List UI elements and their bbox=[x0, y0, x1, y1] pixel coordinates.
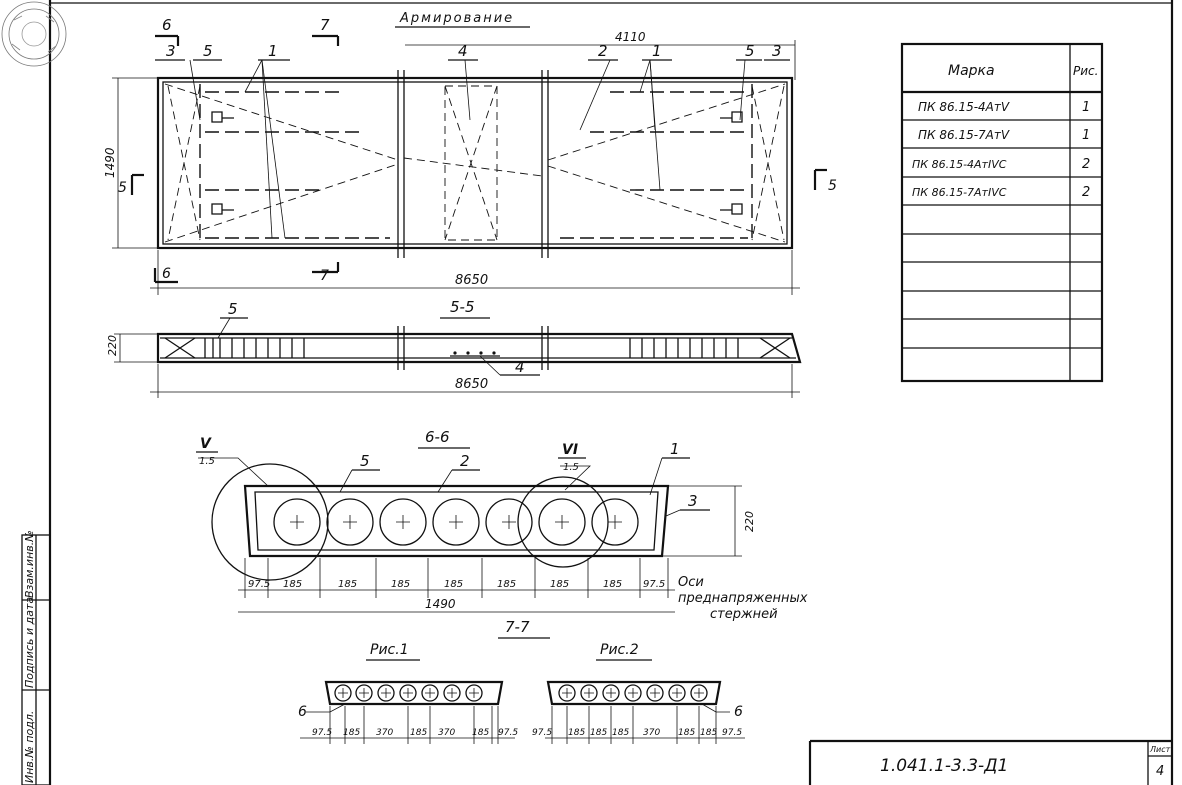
stamp-signature-label: Подпись и дата bbox=[23, 597, 36, 688]
table-row-mark: ПК 86.15-4АтIVС bbox=[912, 158, 1007, 171]
frame bbox=[48, 0, 1174, 785]
title-block-code: 1.041.1-3.3-Д1 bbox=[880, 756, 1008, 776]
fig1-label: Рис.1 bbox=[370, 642, 409, 658]
fig2-callout-6: 6 bbox=[734, 704, 743, 720]
fig2-spacing: 97.5 bbox=[722, 728, 742, 738]
fig1-spacing: 370 bbox=[438, 728, 455, 738]
fig2-section bbox=[545, 680, 745, 744]
dim-6-6-spacing: 97.5 bbox=[248, 579, 270, 590]
section-6-6-callout-5: 5 bbox=[360, 452, 370, 470]
table-row-mark: ПК 86.15-7АтV bbox=[918, 128, 1010, 142]
fig1-spacing: 97.5 bbox=[312, 728, 332, 738]
dim-6-6-spacing: 185 bbox=[444, 579, 463, 590]
dim-6-6-spacing: 185 bbox=[391, 579, 410, 590]
fig2-spacing: 185 bbox=[590, 728, 607, 738]
fig1-spacing: 370 bbox=[376, 728, 393, 738]
detail-vi-scale: 1.5 bbox=[563, 462, 579, 473]
plan-callout-3-right: 3 bbox=[772, 42, 782, 60]
cut-marks bbox=[130, 34, 827, 284]
axes-note-line3: стержней bbox=[710, 607, 778, 622]
fig1-spacings: 97.5 185 370 185 370 185 97.5 bbox=[312, 728, 518, 738]
plan-callout-1-right: 1 bbox=[652, 42, 662, 60]
fig1-spacing: 185 bbox=[343, 728, 360, 738]
fig2-label: Рис.2 bbox=[600, 642, 639, 658]
dim-5-5-length: 8650 bbox=[455, 377, 488, 392]
plan-dimensions bbox=[112, 40, 800, 295]
approval-stamp bbox=[1, 1, 67, 67]
fig2-spacing: 97.5 bbox=[532, 728, 552, 738]
cut-mark-6-top: 6 bbox=[162, 16, 172, 34]
section-5-5-callout-4: 4 bbox=[515, 358, 525, 376]
stamp-inv-label: Инв.№ подл. bbox=[23, 711, 36, 783]
table-header-mark: Марка bbox=[948, 63, 995, 79]
table-row-mark: ПК 86.15-4АтV bbox=[918, 100, 1010, 114]
dim-partial-length: 4110 bbox=[615, 30, 646, 44]
fig2-spacing: 185 bbox=[700, 728, 717, 738]
plan-callout-5-left: 5 bbox=[203, 42, 213, 60]
dim-6-6-spacing: 185 bbox=[283, 579, 302, 590]
section-5-5 bbox=[114, 317, 802, 398]
dim-6-6-spacing: 185 bbox=[603, 579, 622, 590]
table-row-mark: ПК 86.15-7АтIVС bbox=[912, 186, 1007, 199]
title-block bbox=[808, 739, 1172, 785]
cut-mark-6-bottom: 6 bbox=[162, 266, 171, 282]
detail-v-scale: 1.5 bbox=[199, 456, 215, 467]
sheet-number: 4 bbox=[1156, 764, 1164, 779]
dim-5-5-height: 220 bbox=[106, 335, 119, 356]
dim-6-6-height: 220 bbox=[743, 511, 756, 532]
cut-mark-7-bottom: 7 bbox=[320, 268, 329, 284]
plan-callout-5-right: 5 bbox=[745, 42, 755, 60]
section-6-6 bbox=[198, 457, 742, 613]
section-5-5-label: 5-5 bbox=[450, 298, 475, 316]
section-6-6-callout-2: 2 bbox=[460, 452, 470, 470]
plan-callout-4: 4 bbox=[458, 42, 468, 60]
fig2-spacing: 185 bbox=[612, 728, 629, 738]
table-header-fig: Рис. bbox=[1073, 64, 1098, 78]
axes-note-line1: Оси bbox=[678, 575, 704, 590]
cut-mark-5-right: 5 bbox=[828, 178, 837, 194]
dim-plan-length: 8650 bbox=[455, 273, 488, 288]
fig1-spacing: 97.5 bbox=[498, 728, 518, 738]
marks-table bbox=[900, 42, 1104, 383]
side-stamp: Инв.№ подл. Подпись и дата Взам.инв.№ bbox=[21, 530, 51, 785]
detail-v-numeral: V bbox=[200, 436, 212, 452]
fig1-spacing: 185 bbox=[410, 728, 427, 738]
fig2-spacing: 185 bbox=[568, 728, 585, 738]
cut-mark-5-left: 5 bbox=[118, 180, 127, 196]
table-row-fig: 1 bbox=[1082, 100, 1090, 115]
dim-6-6-spacing: 185 bbox=[497, 579, 516, 590]
dim-6-6-width: 1490 bbox=[425, 597, 456, 611]
stamp-replace-label: Взам.инв.№ bbox=[23, 530, 36, 598]
dim-6-6-spacing: 185 bbox=[338, 579, 357, 590]
plan-callout-1-left: 1 bbox=[268, 42, 278, 60]
section-7-7-label: 7-7 bbox=[505, 618, 530, 636]
cut-mark-7-top: 7 bbox=[320, 16, 330, 34]
section-6-6-callout-3: 3 bbox=[688, 492, 698, 510]
plan-callout-3-left: 3 bbox=[166, 42, 176, 60]
sheet-label: Лист bbox=[1149, 745, 1171, 754]
section-6-6-label: 6-6 bbox=[425, 428, 450, 446]
dim-plan-width: 1490 bbox=[103, 147, 117, 178]
fig1-spacing: 185 bbox=[472, 728, 489, 738]
fig1-section bbox=[300, 680, 515, 744]
plan-view bbox=[155, 59, 794, 258]
section-5-5-callout-5: 5 bbox=[228, 300, 238, 318]
fig2-spacing: 185 bbox=[678, 728, 695, 738]
plan-callout-2: 2 bbox=[598, 42, 608, 60]
dim-6-6-spacing: 97.5 bbox=[643, 579, 665, 590]
fig2-spacing: 370 bbox=[643, 728, 660, 738]
section-6-6-callout-1: 1 bbox=[670, 440, 680, 458]
dim-6-6-spacing: 185 bbox=[550, 579, 569, 590]
table-row-fig: 1 bbox=[1082, 128, 1090, 143]
drawing-title: Армирование bbox=[399, 11, 514, 26]
table-row-fig: 2 bbox=[1082, 157, 1090, 172]
dim-6-6-spacings: 97.5 185 185 185 185 185 185 185 97.5 bbox=[248, 579, 665, 590]
fig1-callout-6: 6 bbox=[298, 704, 307, 720]
detail-vi-numeral: VI bbox=[562, 442, 578, 458]
fig2-spacings: 97.5 185 185 185 370 185 185 97.5 bbox=[532, 728, 742, 738]
axes-note-line2: преднапряженных bbox=[678, 591, 808, 606]
table-row-fig: 2 bbox=[1082, 185, 1090, 200]
